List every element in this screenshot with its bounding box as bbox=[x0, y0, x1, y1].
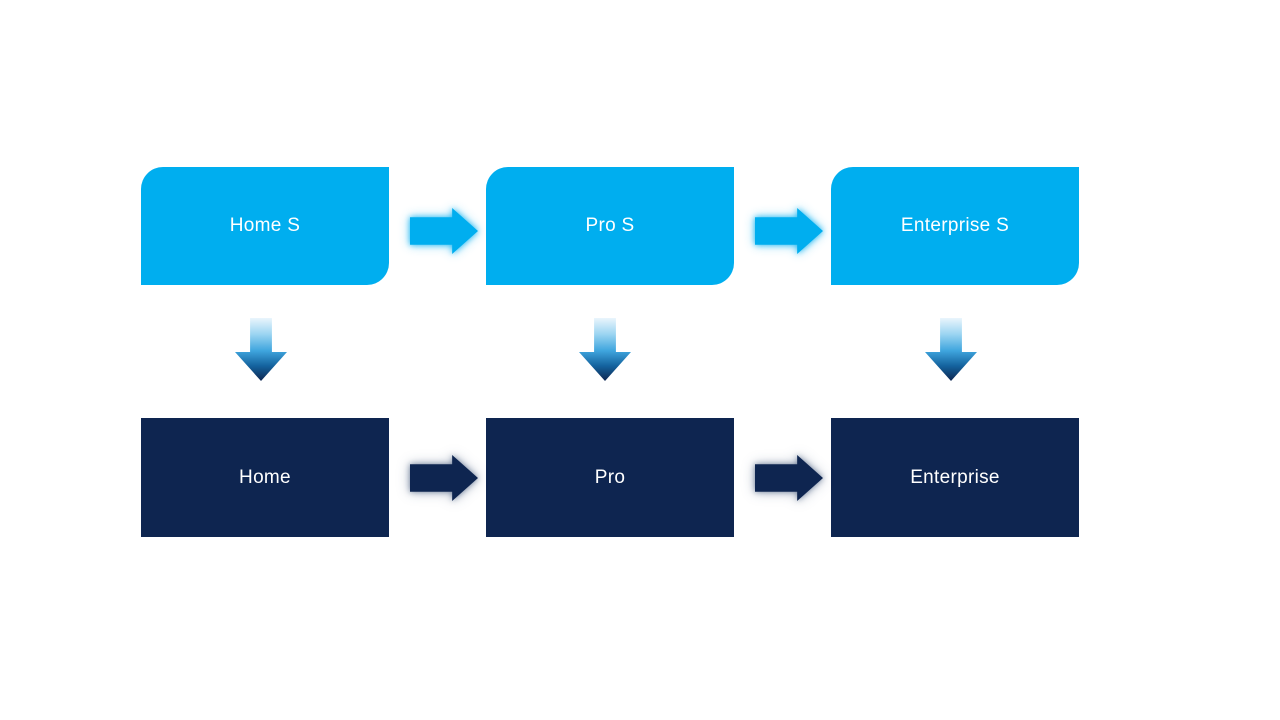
node-label: Pro bbox=[594, 466, 626, 488]
node-pro-s: Pro S bbox=[486, 167, 734, 285]
node-label: Enterprise S bbox=[900, 215, 1010, 236]
connector-pro-s-to-enterprise-s bbox=[755, 208, 823, 254]
right-arrow-icon bbox=[755, 208, 823, 254]
node-enterprise: Enterprise bbox=[831, 418, 1079, 537]
right-arrow-icon bbox=[410, 208, 478, 254]
connector-home-s-to-home bbox=[235, 318, 287, 381]
node-home: Home bbox=[141, 418, 389, 537]
node-label: Home bbox=[239, 466, 291, 488]
connector-enterprise-s-to-enterprise bbox=[925, 318, 977, 381]
down-arrow-icon bbox=[579, 318, 631, 381]
node-label: Enterprise bbox=[910, 466, 1000, 488]
right-arrow-icon bbox=[755, 455, 823, 501]
node-label: Pro S bbox=[585, 215, 635, 236]
connector-home-s-to-pro-s bbox=[410, 208, 478, 254]
down-arrow-icon bbox=[925, 318, 977, 381]
right-arrow-icon bbox=[410, 455, 478, 501]
node-pro: Pro bbox=[486, 418, 734, 537]
connector-home-to-pro bbox=[410, 455, 478, 501]
down-arrow-icon bbox=[235, 318, 287, 381]
connector-pro-to-enterprise bbox=[755, 455, 823, 501]
connector-pro-s-to-pro bbox=[579, 318, 631, 381]
node-enterprise-s: Enterprise S bbox=[831, 167, 1079, 285]
node-label: Home S bbox=[229, 215, 301, 236]
node-home-s: Home S bbox=[141, 167, 389, 285]
